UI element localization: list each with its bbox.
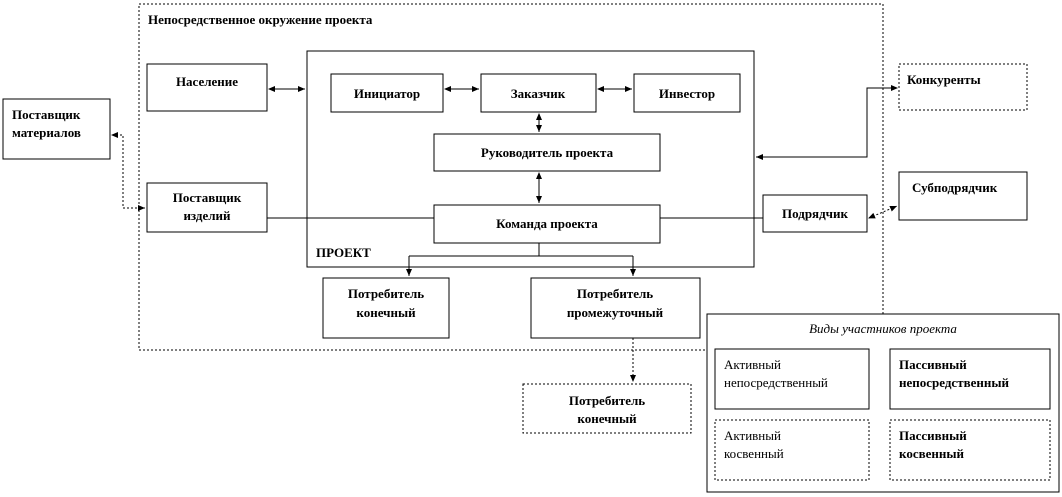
arrow-konkurenty-project	[756, 85, 898, 160]
podryadchik-label: Подрядчик	[782, 206, 848, 221]
arrow-materialov-izdeliy	[111, 132, 145, 211]
project-label: ПРОЕКТ	[316, 245, 371, 260]
zakazchik-label: Заказчик	[511, 86, 566, 101]
potrebitel-promezhutochny-line2: промежуточный	[567, 305, 664, 320]
arrow-podryadchik-subpodryadchik	[868, 205, 898, 219]
legend-passive-direct-line1: Пассивный	[899, 357, 967, 372]
komanda-box	[433, 204, 661, 244]
potrebitel-konechny-outer-box	[522, 383, 692, 434]
legend-passive-indirect-line2: косвенный	[899, 446, 965, 461]
environment-frame	[138, 3, 884, 351]
konkurenty-label: Конкуренты	[907, 72, 981, 87]
potrebitel-promezhutochny-box	[530, 277, 701, 339]
komanda-label: Команда проекта	[496, 216, 598, 231]
potrebitel-promezhutochny-line1: Потребитель	[577, 286, 653, 301]
legend-passive-indirect-line1: Пассивный	[899, 428, 967, 443]
postavshik-izdeliy-box	[146, 182, 268, 233]
rukovoditel-label: Руководитель проекта	[481, 145, 614, 160]
potrebitel-konechny-box	[322, 277, 450, 339]
naselenie-box	[146, 63, 268, 112]
subpodryadchik-box	[898, 171, 1028, 221]
postavshik-materialov-line2: материалов	[12, 125, 81, 140]
potrebitel-konechny-outer-line2: конечный	[577, 411, 637, 426]
zakazchik-box	[480, 73, 597, 113]
project-frame	[306, 50, 755, 268]
legend-active-direct-box	[714, 348, 870, 410]
legend-active-indirect-line2: косвенный	[724, 446, 784, 461]
postavshik-izdeliy-line1: Поставщик	[173, 190, 242, 205]
potrebitel-konechny-line2: конечный	[356, 305, 416, 320]
environment-title: Непосредственное окружение проекта	[148, 12, 373, 27]
iniciator-box	[330, 73, 444, 113]
postavshik-materialov-line1: Поставщик	[12, 107, 81, 122]
iniciator-label: Инициатор	[354, 86, 420, 101]
postavshik-izdeliy-line2: изделий	[183, 208, 231, 223]
investor-box	[633, 73, 741, 113]
legend-active-direct-line1: Активный	[724, 357, 781, 372]
investor-label: Инвестор	[659, 86, 715, 101]
subpodryadchik-label: Субподрядчик	[912, 180, 998, 195]
podryadchik-box	[762, 194, 868, 233]
legend-title: Виды участников проекта	[809, 321, 957, 336]
legend-passive-direct-box	[889, 348, 1051, 410]
rukovoditel-box	[433, 133, 661, 172]
legend-passive-indirect-box	[889, 419, 1051, 481]
postavshik-materialov-box	[2, 98, 111, 160]
legend-active-indirect-box	[714, 419, 870, 481]
naselenie-label: Население	[176, 74, 238, 89]
konkurenty-box	[898, 63, 1028, 111]
potrebitel-konechny-outer-line1: Потребитель	[569, 393, 645, 408]
potrebitel-konechny-line1: Потребитель	[348, 286, 424, 301]
legend-active-indirect-line1: Активный	[724, 428, 781, 443]
legend-passive-direct-line2: непосредственный	[899, 375, 1010, 390]
legend-active-direct-line2: непосредственный	[724, 375, 828, 390]
